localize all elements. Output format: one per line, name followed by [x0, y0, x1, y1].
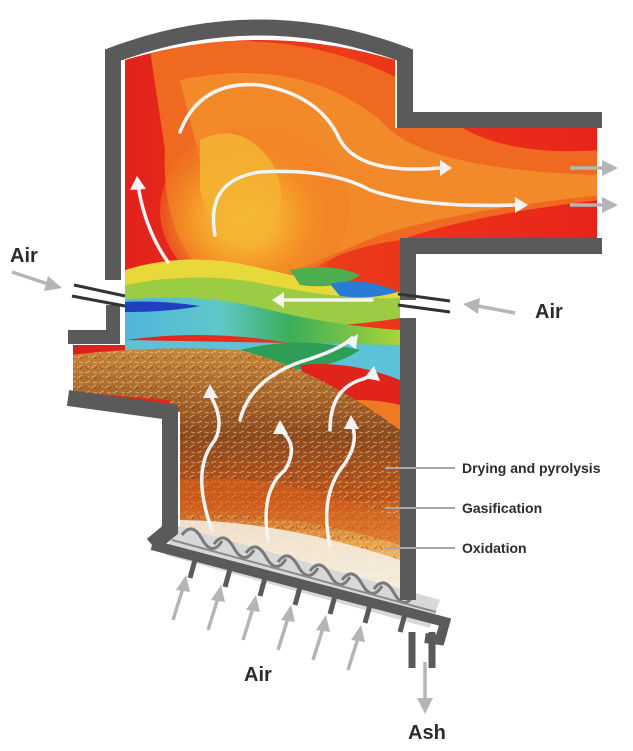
flow-arrow-icon	[200, 393, 221, 532]
flow-arrow-icon	[344, 415, 359, 429]
air-arrow-icon	[44, 276, 62, 291]
flow-arrow-icon	[203, 384, 218, 398]
vessel-wall	[66, 19, 602, 668]
bottom-air-arrows	[171, 575, 365, 671]
flow-arrow-icon	[272, 292, 284, 308]
flow-arrowheads	[130, 160, 528, 434]
air-arrow-icon	[477, 304, 516, 315]
flow-arrow-icon	[264, 428, 294, 542]
flow-arrow-icon	[211, 169, 517, 237]
air-arrow-icon	[463, 298, 480, 314]
zone-drying-label: Drying and pyrolysis	[462, 460, 601, 476]
flow-arrow-icon	[238, 336, 354, 422]
flow-arrow-icon	[136, 183, 170, 264]
flow-arrows	[136, 82, 517, 547]
air-arrow-icon	[11, 270, 49, 286]
flow-arrow-icon	[130, 176, 146, 190]
grate	[187, 559, 408, 633]
air-arrows	[11, 160, 618, 714]
flow-arrow-icon	[178, 82, 442, 171]
air-arrow-icon	[417, 698, 433, 714]
air-right-label: Air	[535, 301, 563, 323]
flow-arrow-icon	[273, 420, 288, 434]
air-bottom-label: Air	[244, 664, 272, 686]
flow-arrow-icon	[515, 197, 528, 213]
air-arrow-icon	[602, 197, 618, 213]
zone-leaders	[385, 467, 455, 549]
air-arrow-icon	[602, 160, 618, 176]
flow-arrow-icon	[440, 160, 452, 176]
air-left-label: Air	[10, 245, 38, 267]
flow-arrow-icon	[345, 334, 358, 349]
air-nozzle-right	[397, 292, 451, 314]
zone-oxidation-label: Oxidation	[462, 540, 527, 556]
zone-gasification-label: Gasification	[462, 500, 542, 516]
air-nozzle-left	[71, 283, 126, 308]
ash-label: Ash	[408, 722, 446, 744]
flow-arrow-icon	[364, 366, 380, 381]
flow-arrow-icon	[324, 423, 356, 547]
